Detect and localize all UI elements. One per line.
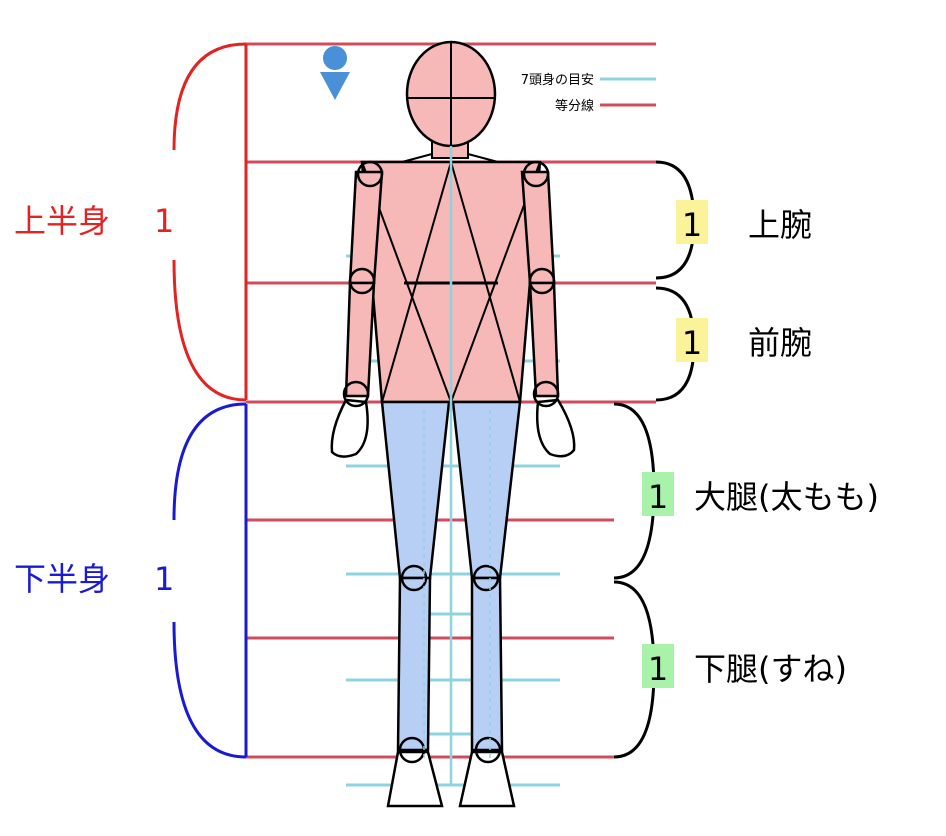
right-shin: [470, 576, 504, 752]
right-foot: [458, 750, 516, 808]
segment-label: 下腿(すね): [694, 650, 847, 688]
segment-forearm: 1 前腕: [676, 318, 812, 362]
right-hand: [536, 398, 576, 458]
segment-ratio: 1: [648, 478, 668, 516]
lower-body-ratio: 1: [154, 560, 174, 598]
right-leg: [451, 400, 522, 580]
segment-ratio: 1: [682, 206, 702, 244]
segment-label: 上腕: [748, 206, 812, 244]
left-shin: [396, 576, 432, 752]
segment-thigh: 1 大腿(太もも): [642, 472, 879, 516]
segment-ratio: 1: [648, 650, 668, 688]
ratio-badge: [676, 200, 708, 244]
segment-ratio: 1: [682, 324, 702, 362]
legend: 7頭身の目安 等分線: [521, 72, 656, 114]
right-forearm: [528, 281, 560, 398]
segment-label: 大腿(太もも): [694, 478, 879, 516]
left-foot: [386, 750, 444, 808]
figure: [330, 40, 576, 808]
lower-body-bracket: [172, 402, 248, 759]
left-forearm: [344, 281, 376, 398]
segment-upper-arm: 1 上腕: [676, 200, 812, 244]
ratio-badge: [676, 318, 708, 362]
left-leg: [380, 400, 451, 580]
ratio-badge: [642, 472, 674, 516]
upper-body-bracket: [172, 42, 248, 402]
upper-body-ratio: 1: [154, 202, 174, 240]
segment-label: 前腕: [748, 324, 812, 362]
legend-guide-label: 7頭身の目安: [521, 72, 594, 88]
ratio-badge: [642, 644, 674, 688]
lower-body-label: 下半身: [14, 560, 110, 598]
upper-body-label: 上半身: [14, 202, 110, 240]
segment-shin: 1 下腿(すね): [642, 644, 847, 688]
legend-division-label: 等分線: [555, 98, 594, 114]
blue-marker-icon: [320, 46, 350, 100]
left-hand: [330, 398, 369, 458]
